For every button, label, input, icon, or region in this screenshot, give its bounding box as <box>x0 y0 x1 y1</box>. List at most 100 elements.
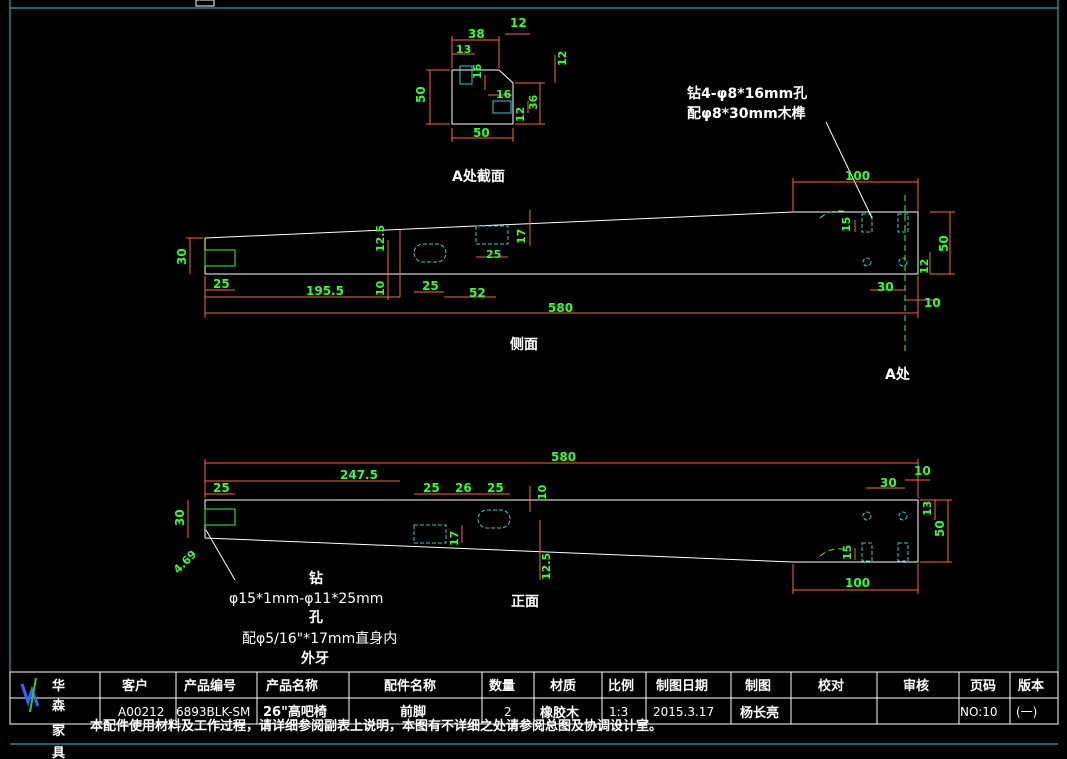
side-note-line2: 配φ8*30mm木榫 <box>687 105 806 122</box>
dim-25-b-front: 25 <box>487 481 504 495</box>
header-drawn: 制图 <box>745 678 771 694</box>
header-part-name: 配件名称 <box>384 678 436 694</box>
side-outline <box>204 211 919 275</box>
dim-580-front: 580 <box>551 450 576 464</box>
front-view-title: 正面 <box>511 594 539 610</box>
header-scale: 比例 <box>608 678 634 694</box>
dim-25-a: 25 <box>423 481 440 495</box>
dim-10-right: 10 <box>924 296 941 310</box>
value-drawn: 杨长亮 <box>740 705 779 721</box>
dim-13: 13 <box>921 501 934 516</box>
side-tenon <box>204 249 236 267</box>
dim-195-5: 195.5 <box>306 284 344 298</box>
front-note-line4: 配φ5/16"*17mm直身内 <box>242 630 397 647</box>
front-dowel-1 <box>861 542 873 562</box>
dim-17-front: 17 <box>448 531 461 546</box>
dim-12a: 12 <box>556 51 569 66</box>
section-view: 38 12 13 16 16 12 50 36 12 50 A处截面 <box>414 16 569 185</box>
leader-front <box>205 529 236 581</box>
header-customer: 客户 <box>122 678 148 694</box>
dim-580: 580 <box>548 301 573 315</box>
side-hole-1 <box>862 257 872 267</box>
logo-char-1: 华 <box>52 678 65 694</box>
dim-50-front: 50 <box>933 520 947 537</box>
value-version: (一) <box>1016 705 1037 719</box>
dim-100: 100 <box>845 169 870 183</box>
drawing-frame <box>9 0 1059 680</box>
side-arc <box>819 210 849 219</box>
section-outline <box>451 69 514 125</box>
front-hole-2 <box>898 511 908 521</box>
dim-25-left-front: 25 <box>213 481 230 495</box>
value-page: NO:10 <box>960 705 998 719</box>
dim-12-5: 12.5 <box>374 225 387 252</box>
side-slot-hole <box>413 243 447 263</box>
value-material: 橡胶木 <box>540 705 580 721</box>
logo-char-4: 具 <box>52 746 65 759</box>
front-note-line2: φ15*1mm-φ11*25mm <box>229 591 383 607</box>
front-tenon <box>204 508 236 526</box>
header-page: 页码 <box>970 679 996 694</box>
dim-15-front: 15 <box>841 545 854 560</box>
value-qty: 2 <box>504 705 512 719</box>
value-scale: 1:3 <box>609 705 628 719</box>
dim-12b: 12 <box>514 107 527 122</box>
side-hole-2 <box>898 257 908 267</box>
section-slot <box>459 65 473 85</box>
logo-icon <box>20 683 40 707</box>
dim-12: 12 <box>918 259 931 274</box>
dim-25-b: 25 <box>422 279 439 293</box>
dim-52: 52 <box>469 286 486 300</box>
header-product-no: 产品编号 <box>184 678 236 694</box>
value-product-no-b: 6893BLK-SM <box>176 705 250 719</box>
dim-15: 15 <box>840 217 853 232</box>
header-product-name: 产品名称 <box>266 678 318 694</box>
value-date: 2015.3.17 <box>653 705 714 719</box>
front-dowel-2 <box>897 542 909 562</box>
dim-25-left: 25 <box>213 277 230 291</box>
dim-12-5-front: 12.5 <box>540 553 553 580</box>
dim-10-right-front: 10 <box>914 464 931 478</box>
dim-50-bottom: 50 <box>473 126 490 140</box>
front-slot-hole <box>477 509 511 529</box>
dim-16a: 16 <box>471 63 484 79</box>
value-product-no-a: A00212 <box>118 705 164 719</box>
header-approved: 审核 <box>903 678 929 694</box>
logo-char-2: 森 <box>52 698 66 714</box>
dim-30-right: 30 <box>877 280 894 294</box>
dim-247-5: 247.5 <box>340 468 378 482</box>
value-part-name: 前脚 <box>400 704 426 720</box>
leader-side <box>825 121 873 219</box>
section-slot-2 <box>492 100 512 114</box>
side-dowel-1 <box>861 213 873 233</box>
header-qty: 数量 <box>489 678 515 694</box>
dim-50-left: 50 <box>414 86 428 103</box>
side-view: 100 15 50 12 30 10 30 25 195.5 12.5 10 1… <box>175 85 955 383</box>
dim-16b: 16 <box>496 88 512 101</box>
front-mortise <box>413 524 447 544</box>
front-outline <box>204 499 919 563</box>
dim-50: 50 <box>937 235 951 252</box>
dim-25-slot: 25 <box>486 248 501 261</box>
dim-4-69: 4.69 <box>171 548 199 576</box>
front-note-line1: 钻 <box>309 570 323 587</box>
front-hole-1 <box>862 511 872 521</box>
header-date: 制图日期 <box>656 678 708 694</box>
dim-36: 36 <box>527 94 540 110</box>
logo-char-3: 家 <box>52 723 66 739</box>
dim-26: 26 <box>455 481 472 495</box>
section-view-title: A处截面 <box>452 168 505 185</box>
side-dowel-2 <box>897 213 909 233</box>
value-product-name: 26"高吧椅 <box>263 704 327 720</box>
dim-10: 10 <box>374 280 387 296</box>
dim-17: 17 <box>515 229 528 244</box>
side-mortise <box>475 225 509 245</box>
front-note-line3: 孔 <box>309 610 323 626</box>
header-checked: 校对 <box>818 678 844 694</box>
header-material: 材质 <box>550 678 576 694</box>
section-marker: A处 <box>885 366 911 383</box>
header-version: 版本 <box>1018 678 1044 694</box>
front-note-line5: 外牙 <box>301 650 329 667</box>
front-arc <box>819 548 849 557</box>
